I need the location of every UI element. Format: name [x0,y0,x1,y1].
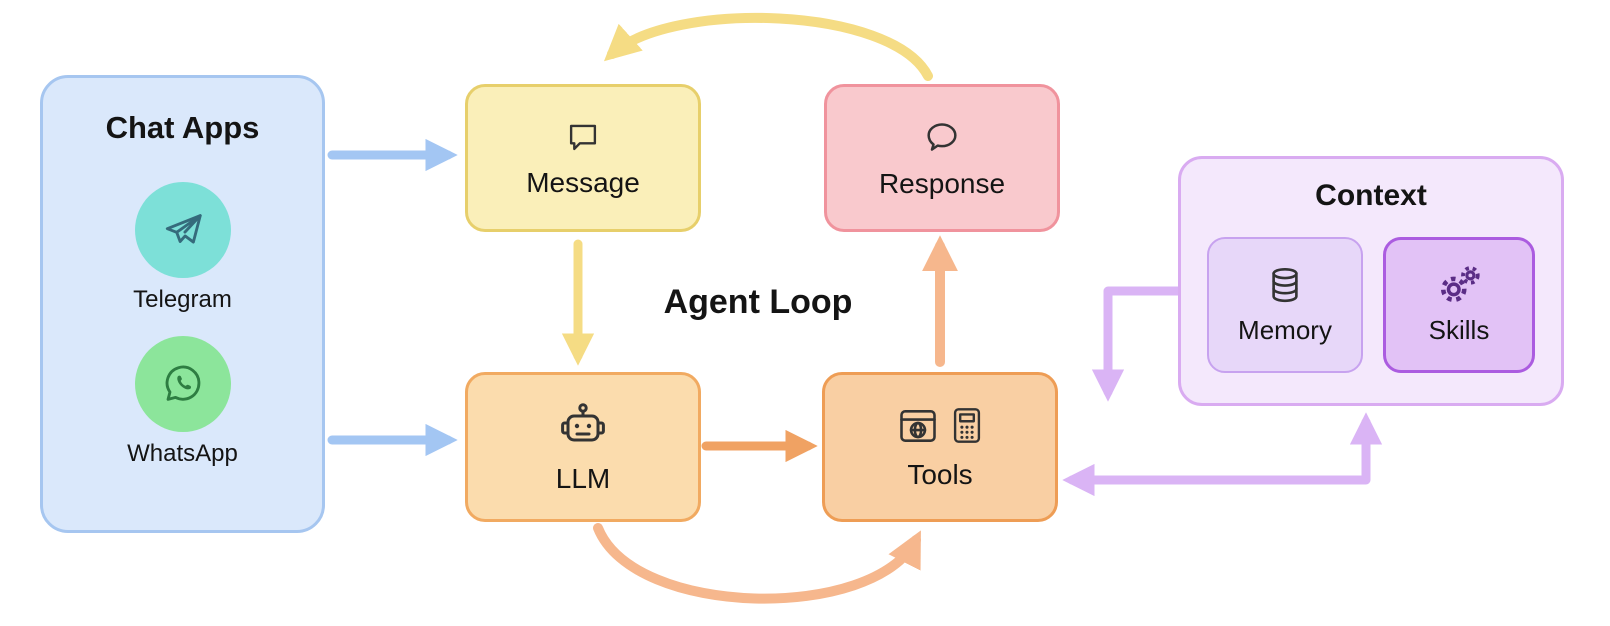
arrow-llm-to-tools-arc [593,523,921,604]
calculator-icon [950,405,984,451]
llm-label: LLM [555,462,611,494]
speech-bubble-round-icon [922,117,962,162]
chat-app-telegram: Telegram [133,146,232,314]
tools-icons [896,404,984,453]
telegram-label: Telegram [133,286,232,313]
skills-node: Skills [1383,237,1535,373]
robot-icon [555,400,611,457]
skills-label: Skills [1428,315,1490,345]
memory-label: Memory [1238,315,1332,345]
llm-node: LLM [465,372,701,522]
message-node: Message [465,84,701,232]
arrow-response-to-message-arc [603,12,933,81]
response-label: Response [878,167,1006,199]
whatsapp-label: WhatsApp [127,440,238,467]
chat-apps-title: Chat Apps [105,110,260,145]
arrow-context-to-tools [1091,286,1183,402]
whatsapp-bubble-icon [165,365,200,401]
whatsapp-icon [134,336,231,432]
context-panel: Context Memory [1178,156,1564,406]
gears-icon [1436,264,1482,311]
context-title: Context [1315,179,1427,212]
message-label: Message [526,166,640,198]
response-node: Response [824,84,1060,232]
browser-icon [896,404,940,453]
tools-node: Tools [822,372,1058,522]
chat-apps-panel: Chat Apps Telegram WhatsApp [40,75,325,533]
context-items-row: Memory Skills [1207,237,1535,373]
telegram-icon [134,182,231,278]
database-icon [1264,264,1306,311]
memory-node: Memory [1207,237,1363,373]
speech-bubble-icon [564,118,602,161]
telegram-plane-icon [165,214,202,244]
chat-app-whatsapp: WhatsApp [127,314,238,468]
arrow-tools-context-bidirectional [1062,412,1383,497]
agent-loop-label: Agent Loop [663,283,853,321]
tools-label: Tools [907,458,973,490]
